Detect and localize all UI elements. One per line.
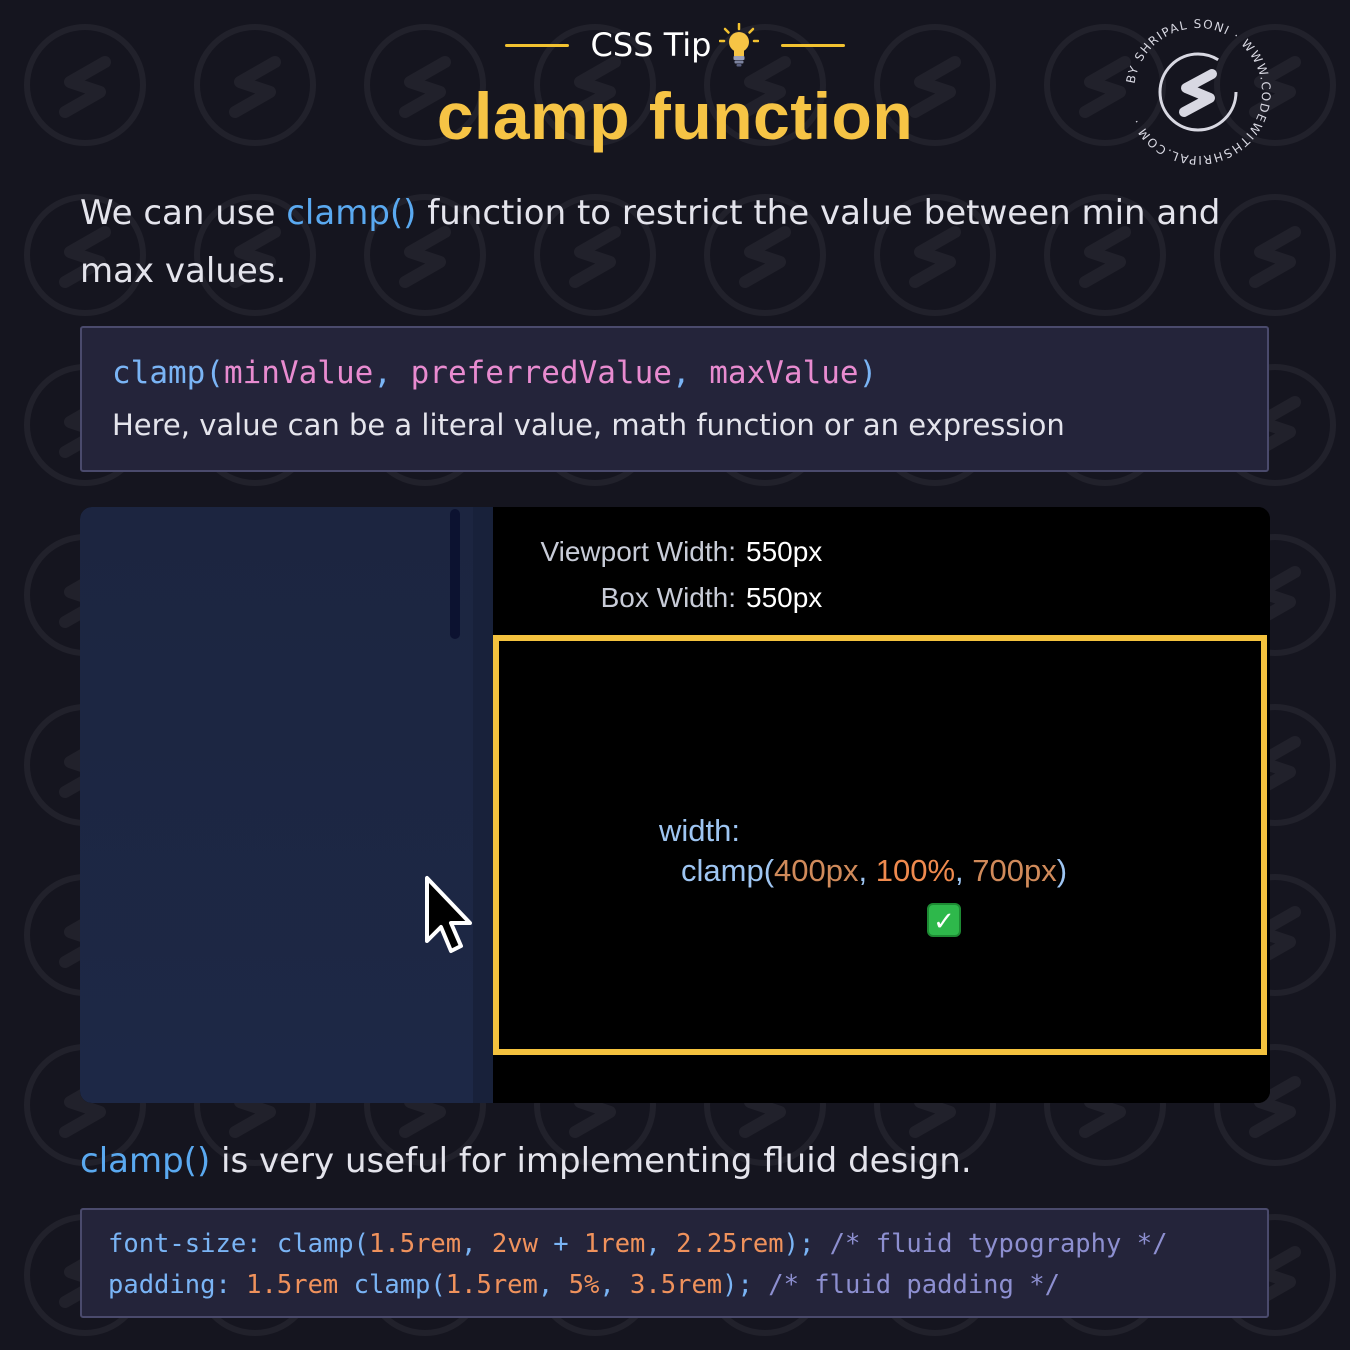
viewport-width-value: 550px <box>746 536 823 567</box>
css1-op: + <box>537 1229 584 1259</box>
intro-paragraph: We can use clamp() function to restrict … <box>80 184 1280 300</box>
intro-suffix: function to restrict the value between m… <box>80 193 1221 291</box>
width-readout: Viewport Width: 550px Box Width: 550px <box>516 529 822 621</box>
css1-v2b: 1rem <box>583 1229 646 1259</box>
css1-s1: , <box>461 1229 492 1259</box>
tip-row: CSS Tip <box>0 22 1350 68</box>
footer-text: is very useful for implementing fluid de… <box>210 1141 972 1181</box>
author-stamp: BY SHRIPAL SONI · WWW.CODEWITHSHRIPAL.CO… <box>1124 17 1272 167</box>
box-code-close: ) <box>1056 853 1068 888</box>
syntax-code: clamp(minValue, preferredValue, maxValue… <box>112 352 1237 394</box>
viewport-width-label: Viewport Width: <box>540 536 736 567</box>
box-width-label: Box Width: <box>600 582 736 613</box>
box-code-sep-1: , <box>858 853 876 888</box>
css1-v1: 1.5rem <box>369 1229 462 1259</box>
pane-resize-handle[interactable] <box>473 507 493 1103</box>
css2-v1: 1.5rem <box>445 1270 538 1300</box>
syntax-code-box: clamp(minValue, preferredValue, maxValue… <box>80 326 1269 472</box>
css2-s2: , <box>599 1270 631 1300</box>
demo-panel: Viewport Width: 550px Box Width: 550px w… <box>80 507 1270 1103</box>
demo-preview-pane: Viewport Width: 550px Box Width: 550px w… <box>493 507 1270 1103</box>
syntax-arg-preferred: preferredValue <box>410 355 672 391</box>
box-code-prop-line: width: <box>659 811 1067 851</box>
css2-comment: /* fluid padding */ <box>752 1270 1060 1300</box>
css2-prop: padding: <box>108 1270 247 1300</box>
mouse-pointer-icon <box>425 876 472 953</box>
box-code-max: 700px <box>972 853 1057 888</box>
css1-prop: font-size: <box>108 1229 277 1259</box>
box-code-sep-2: , <box>955 853 973 888</box>
fluid-design-note: clamp() is very useful for implementing … <box>80 1132 1280 1190</box>
box-code-min: 400px <box>774 853 859 888</box>
intro-prefix: We can use <box>80 193 287 233</box>
css2-v3: 3.5rem <box>630 1270 723 1300</box>
css-line-padding: padding: 1.5rem clamp(1.5rem, 5%, 3.5rem… <box>108 1265 1241 1306</box>
css1-fn: clamp( <box>276 1229 370 1259</box>
tip-label-text: CSS Tip <box>590 26 712 64</box>
syntax-fn: clamp( <box>112 355 224 391</box>
box-code: width: clamp(400px, 100%, 700px) <box>659 811 1067 891</box>
css2-v0: 1.5rem <box>246 1270 339 1300</box>
footer-clamp-keyword: clamp() <box>80 1141 211 1181</box>
css1-close: ); <box>783 1229 815 1259</box>
white-check-mark-icon: ✓ <box>927 903 961 937</box>
css-example-box: font-size: clamp(1.5rem, 2vw + 1rem, 2.2… <box>80 1208 1269 1318</box>
css-line-font-size: font-size: clamp(1.5rem, 2vw + 1rem, 2.2… <box>108 1224 1241 1265</box>
scrollbar-thumb[interactable] <box>450 509 460 639</box>
css1-v2a: 2vw <box>491 1229 538 1259</box>
box-code-value-line: clamp(400px, 100%, 700px) <box>659 851 1067 891</box>
css1-v3: 2.25rem <box>676 1229 784 1259</box>
tip-right-line <box>781 43 846 47</box>
demo-left-pane <box>80 507 473 1103</box>
viewport-width-row: Viewport Width: 550px <box>516 529 822 575</box>
page-title: clamp function <box>436 79 914 153</box>
syntax-arg-min: minValue <box>223 355 374 391</box>
css1-comment: /* fluid typography */ <box>814 1229 1168 1259</box>
css2-v2: 5% <box>568 1270 600 1300</box>
clamped-box: width: clamp(400px, 100%, 700px) ✓ <box>493 635 1267 1055</box>
intro-clamp-keyword: clamp() <box>286 193 417 233</box>
css1-s2: , <box>645 1229 677 1259</box>
syntax-arg-max: maxValue <box>709 355 859 391</box>
box-width-value: 550px <box>746 582 823 613</box>
box-width-row: Box Width: 550px <box>516 575 823 621</box>
tip-label: CSS Tip <box>591 23 760 67</box>
box-code-prop: width: <box>659 813 740 848</box>
css2-s1: , <box>537 1270 569 1300</box>
box-code-fn: clamp( <box>681 853 775 888</box>
syntax-close: ) <box>858 355 878 391</box>
syntax-note: Here, value can be a literal value, math… <box>112 408 1065 442</box>
tip-left-line <box>504 43 569 47</box>
syntax-sep-2: , <box>671 355 710 391</box>
lightbulb-icon <box>719 23 760 67</box>
header: CSS Tip clamp function <box>0 22 1350 154</box>
css2-close: ); <box>722 1270 753 1300</box>
syntax-sep-1: , <box>373 355 411 391</box>
css2-fn: clamp( <box>338 1270 446 1300</box>
box-code-preferred: 100% <box>875 853 956 888</box>
